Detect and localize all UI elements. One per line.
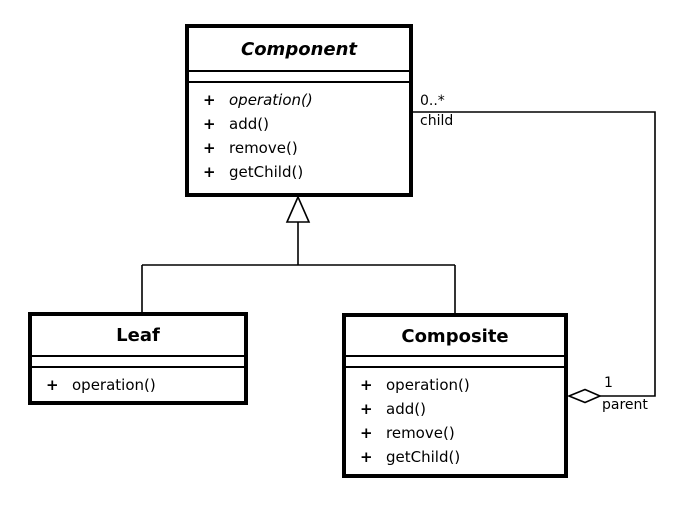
class-box-leaf: Leaf + operation() xyxy=(28,312,248,405)
method-visibility: + xyxy=(360,424,373,442)
aggregation-diamond-icon xyxy=(566,388,603,404)
method-visibility: + xyxy=(203,115,216,133)
method-visibility: + xyxy=(203,163,216,181)
method-name: operation() xyxy=(72,376,156,394)
class-name-component: Component xyxy=(240,38,358,60)
attributes-compartment-leaf xyxy=(32,355,244,368)
method-visibility: + xyxy=(360,376,373,394)
class-box-component: Component + operation() + add() + remove… xyxy=(185,24,413,197)
method-name: remove() xyxy=(229,139,298,157)
method-name: operation() xyxy=(229,91,313,109)
method-visibility: + xyxy=(46,376,59,394)
multiplicity-label-child: 0..* xyxy=(420,93,445,109)
method-name: getChild() xyxy=(229,163,304,181)
method-name: operation() xyxy=(386,376,470,394)
method-row: + remove() xyxy=(360,421,564,445)
class-name-composite: Composite xyxy=(401,325,509,347)
multiplicity-label-parent: 1 xyxy=(604,375,613,391)
method-row: + getChild() xyxy=(360,445,564,469)
method-visibility: + xyxy=(203,139,216,157)
method-name: remove() xyxy=(386,424,455,442)
method-visibility: + xyxy=(203,91,216,109)
method-row: + add() xyxy=(203,112,409,136)
class-name-leaf: Leaf xyxy=(116,325,160,346)
attributes-compartment-composite xyxy=(346,355,564,368)
method-visibility: + xyxy=(360,400,373,418)
method-row: + operation() xyxy=(46,373,244,397)
method-row: + remove() xyxy=(203,136,409,160)
inheritance-triangle-icon xyxy=(285,195,311,223)
methods-compartment-component: + operation() + add() + remove() + getCh… xyxy=(189,83,409,193)
method-name: add() xyxy=(386,400,426,418)
methods-compartment-leaf: + operation() xyxy=(32,368,244,401)
method-visibility: + xyxy=(360,448,373,466)
method-row: + operation() xyxy=(203,88,409,112)
aggregation-line xyxy=(410,111,656,397)
method-row: + operation() xyxy=(360,373,564,397)
class-box-composite: Composite + operation() + add() + remove… xyxy=(342,313,568,478)
role-label-parent: parent xyxy=(602,397,648,413)
role-label-child: child xyxy=(420,113,454,129)
method-row: + add() xyxy=(360,397,564,421)
methods-compartment-composite: + operation() + add() + remove() + getCh… xyxy=(346,368,564,474)
attributes-compartment-component xyxy=(189,70,409,83)
method-name: getChild() xyxy=(386,448,461,466)
method-name: add() xyxy=(229,115,269,133)
method-row: + getChild() xyxy=(203,160,409,184)
